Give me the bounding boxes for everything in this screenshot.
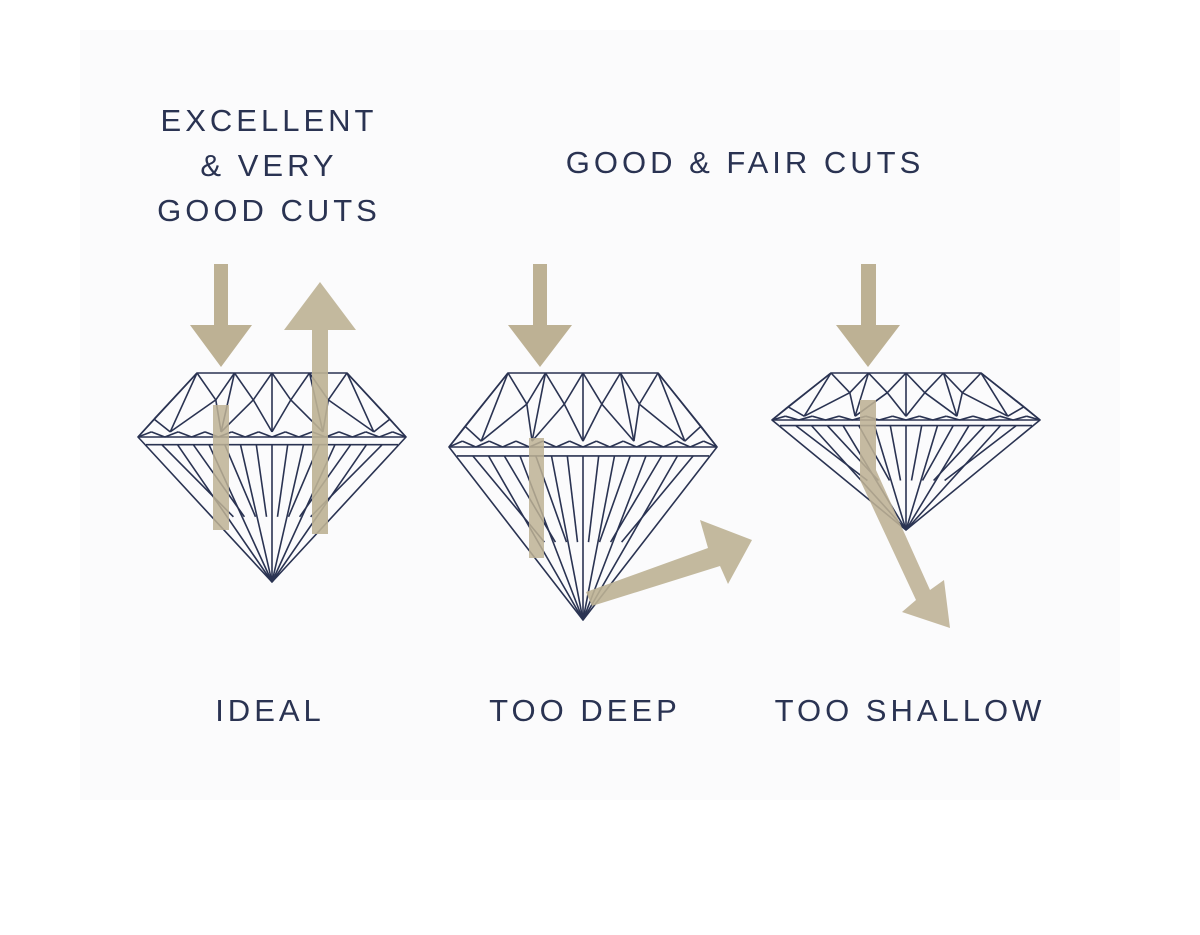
too-deep-diamond-icon: [448, 372, 718, 621]
label-too-shallow: TOO SHALLOW: [740, 688, 1080, 733]
arrows-layer: [190, 264, 950, 628]
too-shallow-diamond-icon: [771, 372, 1041, 531]
diagram-panel: [80, 30, 1120, 800]
reflected-light-arrow-icon: [213, 405, 229, 530]
heading-line-3: GOOD CUTS: [157, 193, 381, 228]
heading-excellent-very-good-cuts: EXCELLENT & VERY GOOD CUTS: [138, 98, 400, 233]
label-too-deep: TOO DEEP: [465, 688, 705, 733]
reflected-light-arrow-icon: [529, 438, 544, 558]
label-ideal: IDEAL: [180, 688, 360, 733]
escaping-light-arrow-icon: [860, 400, 950, 628]
label-too-deep-text: TOO DEEP: [489, 693, 681, 728]
heading-good-fair-cuts: GOOD & FAIR CUTS: [530, 140, 960, 185]
heading-good-fair-text: GOOD & FAIR CUTS: [565, 145, 925, 180]
incoming-light-arrow-icon: [190, 264, 252, 367]
ideal-diamond-icon: [137, 372, 407, 583]
diamonds-layer: [137, 372, 1041, 621]
label-too-shallow-text: TOO SHALLOW: [774, 693, 1046, 728]
reflected-light-arrow-icon: [284, 282, 356, 534]
label-ideal-text: IDEAL: [215, 693, 325, 728]
heading-line-2: & VERY: [200, 148, 338, 183]
incoming-light-arrow-icon: [508, 264, 572, 367]
heading-line-1: EXCELLENT: [160, 103, 378, 138]
escaping-light-arrow-icon: [586, 520, 752, 606]
incoming-light-arrow-icon: [836, 264, 900, 367]
